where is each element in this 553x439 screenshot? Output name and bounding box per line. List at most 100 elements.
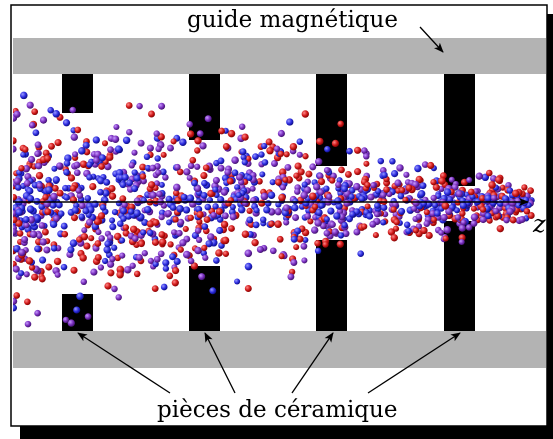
particle	[423, 209, 430, 216]
particle	[146, 220, 155, 228]
particle	[294, 188, 301, 195]
particle	[153, 180, 160, 187]
particle	[13, 145, 17, 153]
particle	[167, 241, 174, 248]
particle	[165, 209, 172, 217]
particle	[15, 219, 23, 227]
ceramic-top-2	[189, 74, 220, 140]
particle	[207, 233, 215, 241]
particle	[363, 160, 370, 167]
particle	[198, 273, 206, 281]
particle	[217, 164, 225, 172]
particle	[120, 215, 127, 222]
particle	[97, 188, 104, 196]
particle	[194, 246, 202, 255]
particle	[467, 188, 475, 196]
particle	[151, 285, 159, 292]
particle	[162, 259, 170, 267]
particle	[398, 187, 406, 194]
particle	[88, 235, 95, 242]
particle	[386, 191, 393, 198]
particle	[182, 225, 189, 233]
particle	[115, 294, 122, 301]
particle	[54, 271, 61, 278]
particle	[337, 120, 345, 128]
particle	[341, 222, 348, 229]
particle	[235, 192, 242, 199]
particle	[314, 239, 321, 247]
particle	[92, 136, 100, 144]
particle	[119, 237, 126, 244]
particle	[396, 164, 404, 172]
particle	[174, 163, 181, 171]
particle	[200, 172, 208, 180]
particle	[147, 257, 155, 265]
particle	[470, 219, 478, 227]
particle	[383, 186, 390, 193]
particle	[190, 262, 199, 270]
particle	[194, 137, 202, 145]
particle	[506, 207, 514, 216]
particle	[97, 176, 105, 185]
particle	[249, 185, 256, 192]
particle	[55, 201, 63, 209]
particle	[470, 205, 477, 212]
particle	[289, 142, 298, 151]
particle	[129, 262, 136, 269]
particle	[311, 226, 319, 234]
particle	[508, 199, 517, 207]
particle	[296, 235, 304, 243]
particle	[121, 201, 128, 209]
particle	[317, 178, 326, 186]
particle	[309, 192, 317, 200]
particle	[226, 177, 234, 185]
particle	[158, 181, 165, 188]
particle	[13, 216, 18, 224]
particle	[496, 225, 504, 233]
particle	[22, 216, 30, 223]
particle	[410, 205, 418, 212]
particle	[44, 208, 52, 216]
particle	[92, 156, 100, 164]
particle	[505, 181, 512, 189]
particle	[265, 138, 273, 146]
particle	[430, 216, 438, 223]
particle	[423, 220, 431, 227]
particle	[344, 170, 352, 178]
particle	[186, 130, 195, 138]
particle	[466, 177, 473, 183]
particle	[231, 169, 239, 177]
particle	[78, 147, 86, 155]
particle	[170, 229, 178, 236]
particle	[56, 189, 64, 197]
particle	[451, 183, 459, 191]
particle	[177, 218, 185, 226]
particle	[86, 218, 94, 226]
particle	[135, 253, 143, 262]
particle	[141, 218, 149, 227]
particle	[31, 108, 39, 116]
particle	[13, 297, 18, 305]
particle	[166, 272, 174, 280]
particle	[104, 240, 112, 248]
particle	[124, 265, 132, 274]
particle	[333, 212, 341, 220]
particle	[64, 154, 72, 162]
particle	[146, 229, 154, 237]
particle	[23, 179, 31, 187]
particle	[111, 135, 120, 143]
particle	[50, 245, 58, 252]
particle	[364, 181, 371, 189]
particle	[187, 214, 194, 221]
particle	[172, 267, 180, 275]
ceramic-arrow-3	[291, 332, 334, 394]
particle	[515, 202, 522, 209]
particle	[13, 228, 17, 236]
particle	[186, 121, 193, 128]
particle	[38, 275, 46, 283]
particle	[349, 210, 356, 218]
particle	[421, 161, 429, 168]
particle	[220, 188, 229, 196]
particle	[425, 231, 433, 240]
particle	[137, 139, 145, 147]
